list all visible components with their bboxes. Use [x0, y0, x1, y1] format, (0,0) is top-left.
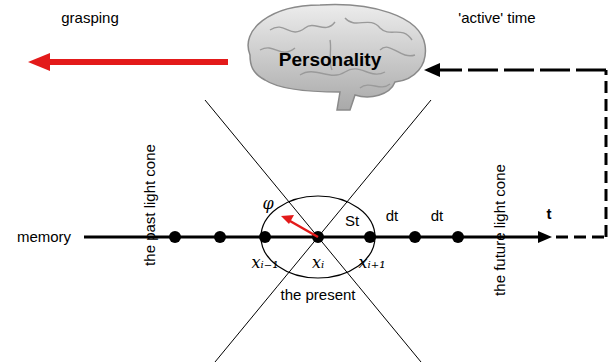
cone-label: the past light cone: [142, 144, 159, 266]
cone-label: the future light cone: [492, 164, 509, 296]
interval-label: dt: [386, 208, 399, 225]
action-label: grasping: [61, 10, 119, 27]
cone-line: [215, 100, 431, 362]
node-title: Personality: [279, 50, 381, 71]
axis-arrowhead: [538, 231, 552, 243]
interval-label: dt: [431, 208, 444, 225]
grasping-arrow: [48, 59, 228, 65]
grasping-arrowhead: [28, 53, 50, 71]
brain-node: Personality: [230, 0, 430, 112]
axis-label: memory: [17, 229, 71, 246]
point-label: xᵢ₋₁: [251, 254, 278, 272]
cone-line: [205, 100, 421, 362]
phi-arrowhead: [281, 215, 294, 224]
angle-symbol: φ: [262, 195, 273, 213]
state-symbol: St: [345, 213, 359, 230]
point-label: xᵢ₊₁: [358, 254, 385, 272]
time-label: 'active' time: [458, 10, 535, 27]
point-label: xᵢ: [312, 254, 324, 272]
node-caption: the present: [277, 287, 358, 304]
feedback-line: [440, 69, 606, 72]
dashed-axis: [556, 236, 606, 239]
feedback-arrowhead: [424, 63, 440, 77]
phi-arrow: [290, 221, 318, 237]
feedback-line: [605, 70, 608, 237]
axis-symbol: t: [547, 206, 552, 223]
